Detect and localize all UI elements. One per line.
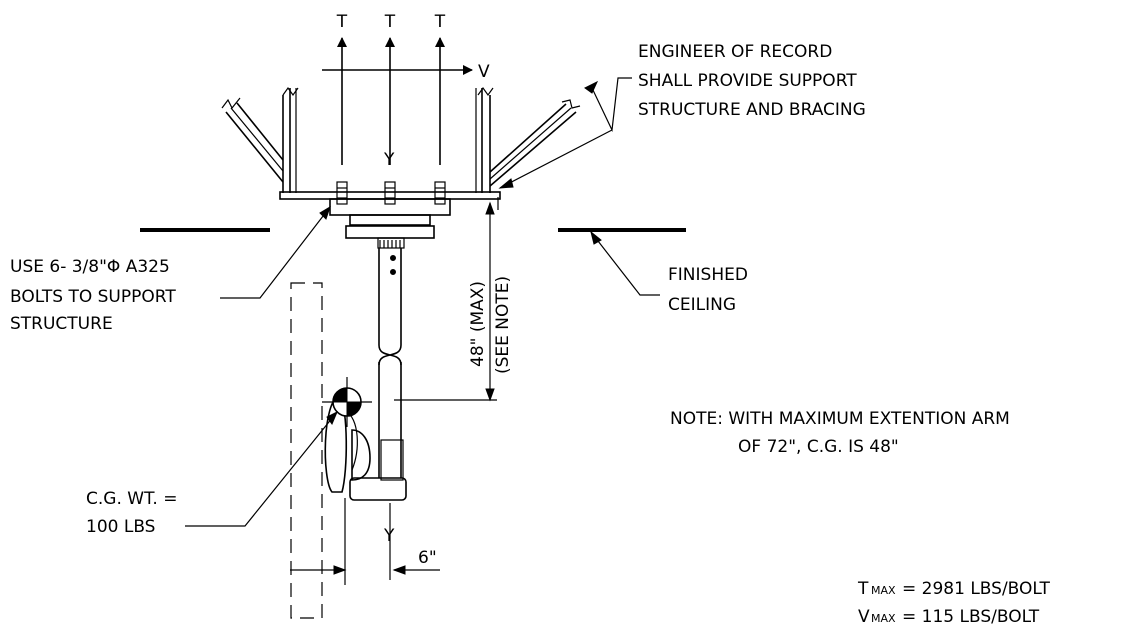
- engineer-note-line3: STRUCTURE AND BRACING: [638, 100, 866, 120]
- cg-note-line1: C.G. WT. =: [86, 489, 177, 509]
- t-max-value: = 2981 LBS/BOLT: [902, 579, 1051, 599]
- lamp-base: [349, 477, 407, 501]
- tension-label-left: T: [336, 12, 348, 32]
- column-left-outer: [282, 88, 291, 193]
- mount-assembly: [324, 214, 435, 501]
- tension-label-right: T: [434, 12, 446, 32]
- height-dimension: 48" (MAX) (SEE NOTE): [394, 197, 513, 402]
- pole-lower: [378, 362, 402, 478]
- engineer-note-line1: ENGINEER OF RECORD: [638, 42, 832, 62]
- bolts-leader: [220, 206, 331, 299]
- brace-right-break: [561, 99, 581, 109]
- offset-dimension: 6": [290, 498, 440, 585]
- center-of-gravity-symbol: [322, 377, 372, 427]
- v-max-subscript: MAX: [871, 612, 896, 625]
- ceiling-leader: [590, 231, 660, 296]
- general-note-line2: OF 72", C.G. IS 48": [738, 437, 899, 457]
- load-values: T MAX = 2981 LBS/BOLT V MAX = 115 LBS/BO…: [857, 579, 1051, 627]
- collar-upper: [349, 214, 431, 226]
- brace-left: [225, 102, 284, 183]
- bolt-right: [434, 181, 446, 205]
- cg-leader: [185, 411, 338, 527]
- y-axis-label-top: Y: [383, 150, 395, 170]
- mounting-plate: [329, 198, 451, 216]
- brace-right: [489, 103, 577, 187]
- cg-note-line2: 100 LBS: [86, 517, 155, 537]
- dimension-text-note: (SEE NOTE): [493, 276, 513, 374]
- handle-block: [380, 439, 404, 481]
- column-right-outer: [481, 88, 491, 193]
- brace-right-web: [489, 107, 572, 180]
- ceiling-note-line2: CEILING: [668, 295, 736, 315]
- engineer-note-line2: SHALL PROVIDE SUPPORT: [638, 71, 857, 91]
- y-axis-label-bottom: Y: [383, 526, 395, 546]
- column-right-break: [477, 86, 494, 97]
- support-structure: [221, 86, 581, 216]
- column-left-break: [282, 86, 299, 97]
- bolts: [336, 181, 446, 205]
- t-max-subscript: MAX: [871, 584, 896, 597]
- v-max-value: = 115 LBS/BOLT: [902, 607, 1040, 627]
- pole-pin-lower: [390, 269, 396, 275]
- t-max-symbol: T: [857, 579, 869, 599]
- collar-lower: [345, 225, 435, 239]
- brace-left-break: [221, 97, 241, 110]
- engineer-leader-plate: [499, 129, 613, 189]
- pole-upper: [378, 248, 402, 345]
- brace-left-web: [230, 107, 284, 172]
- swivel-knurl: [379, 240, 401, 248]
- offset-text: 6": [418, 548, 437, 568]
- extended-arm-outline: [290, 282, 323, 619]
- ceiling-note-line1: FINISHED: [668, 265, 748, 285]
- v-max-symbol: V: [858, 607, 870, 627]
- bolts-note-line3: STRUCTURE: [10, 314, 113, 334]
- tension-label-center: T: [384, 12, 396, 32]
- dimension-text-max: 48" (MAX): [468, 281, 488, 367]
- bolt-center: [384, 181, 396, 205]
- shear-arrow: V: [322, 62, 490, 82]
- engineer-leader: [591, 77, 632, 133]
- bolts-note-line2: BOLTS TO SUPPORT: [10, 287, 176, 307]
- general-note-line1: NOTE: WITH MAXIMUM EXTENTION ARM: [670, 409, 1010, 429]
- shear-label: V: [478, 62, 490, 82]
- swivel-ring: [377, 237, 405, 249]
- tension-arrows: T T T: [336, 12, 446, 165]
- pole-break-symbol: [378, 344, 402, 366]
- bolts-note-line1: USE 6- 3/8"Φ A325: [10, 257, 170, 277]
- pole-pin-upper: [390, 255, 396, 261]
- lamp-housing: [351, 429, 371, 481]
- bolt-left: [336, 181, 348, 205]
